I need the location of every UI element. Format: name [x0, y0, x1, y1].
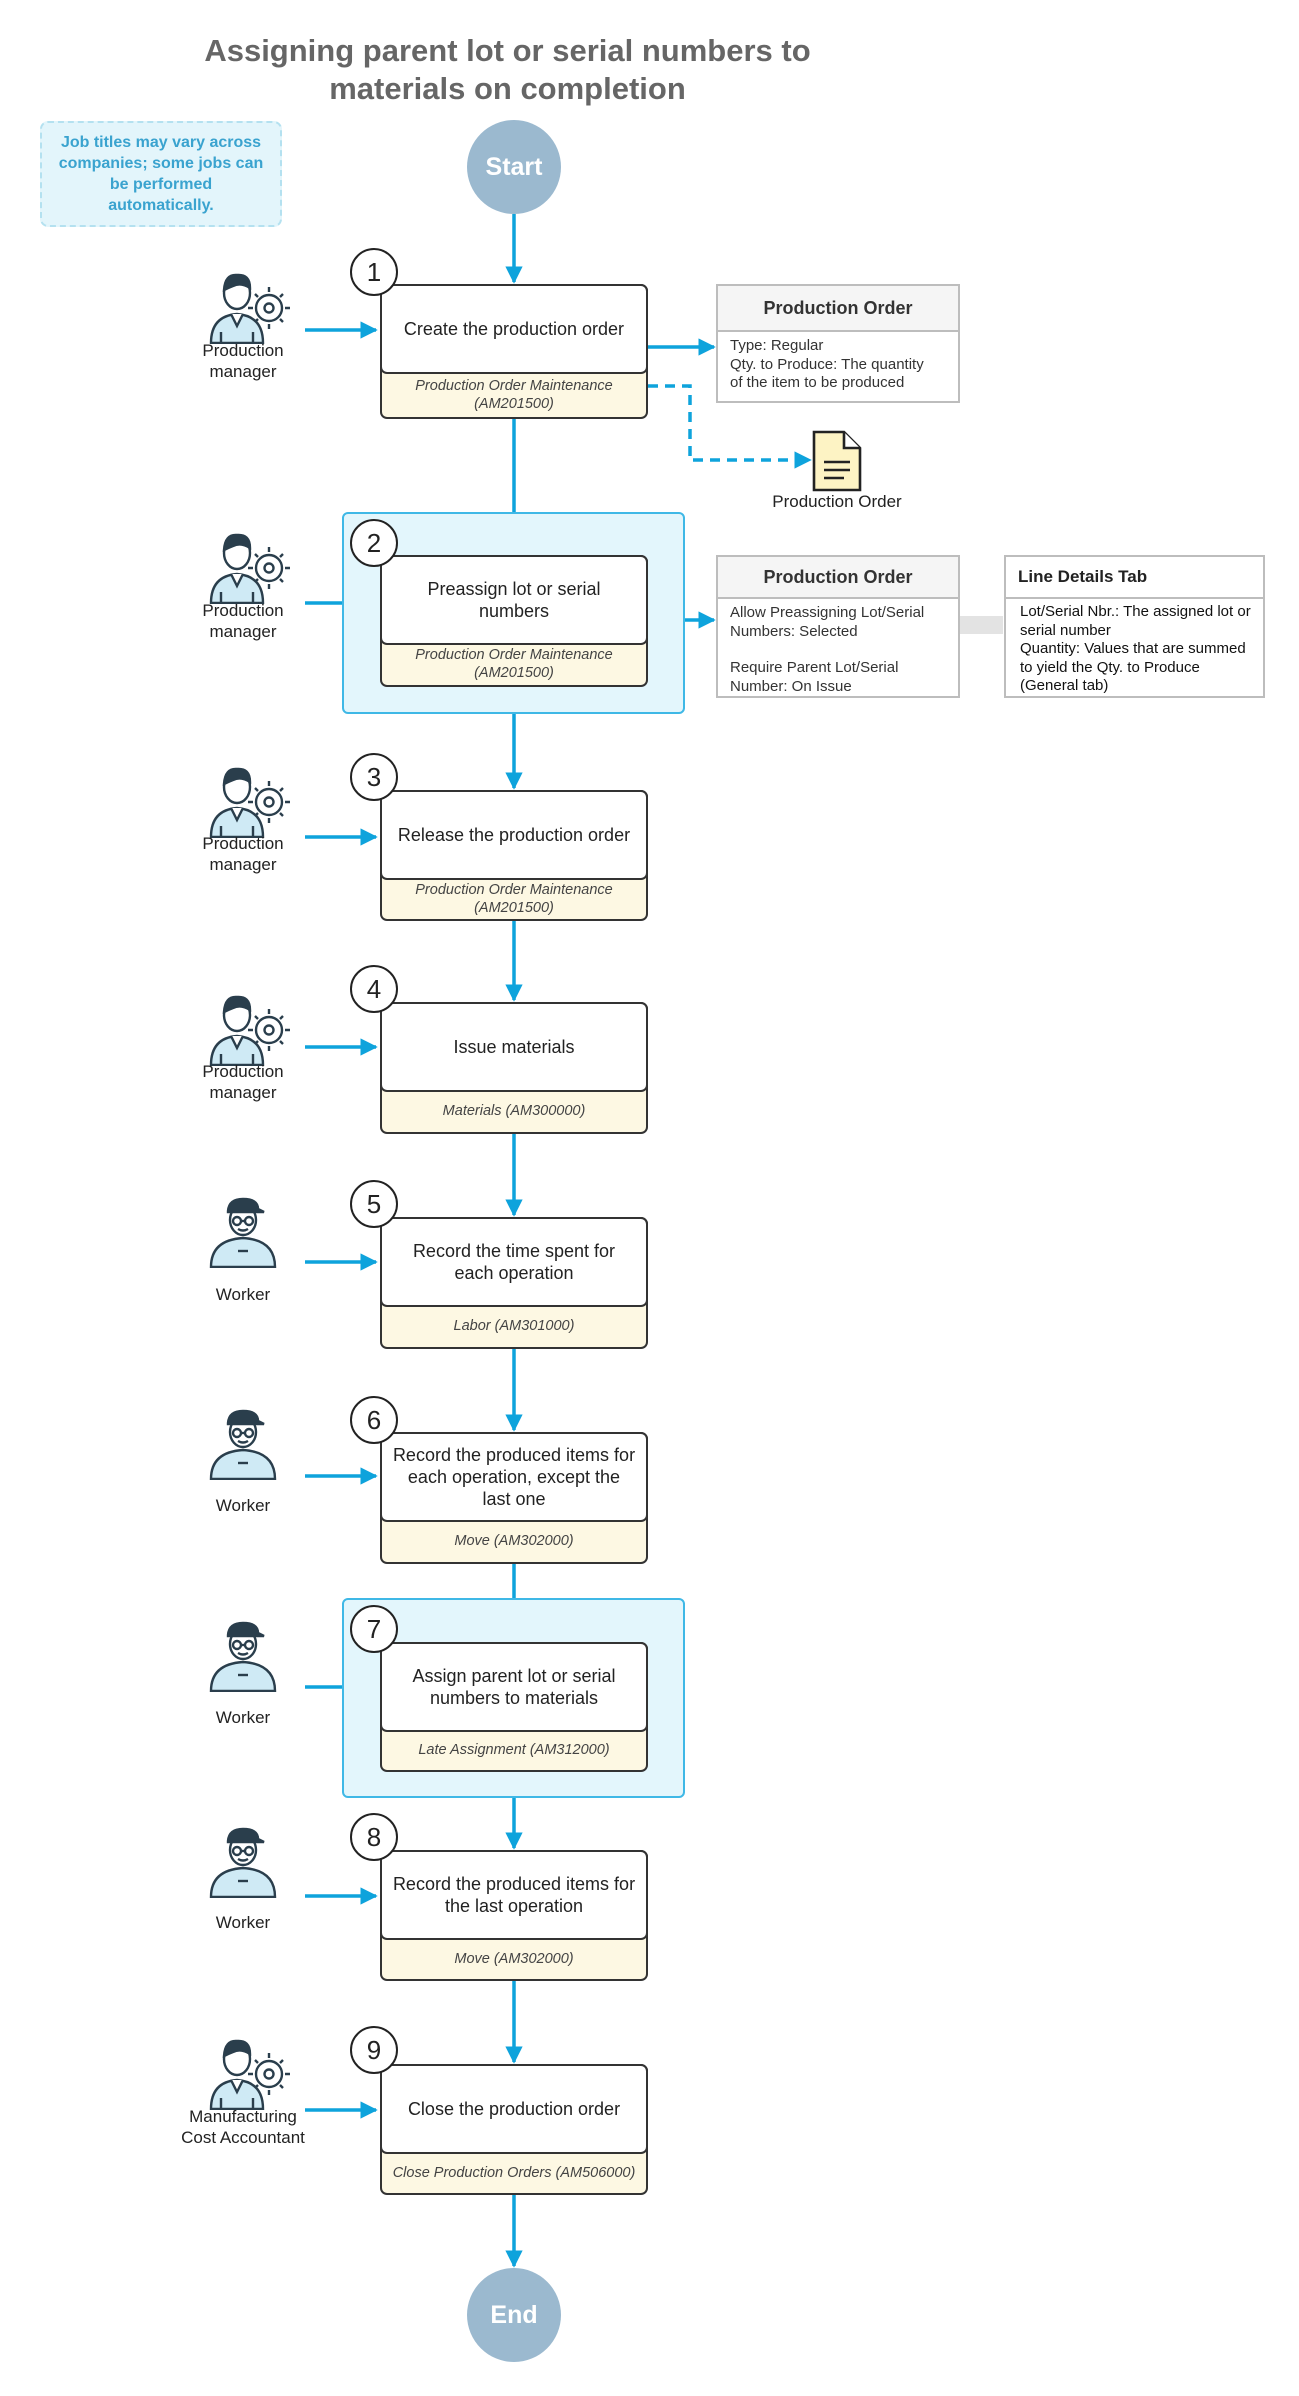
process-step-4: Issue materials Materials (AM300000): [380, 1002, 648, 1134]
manager-gear-icon: [209, 767, 290, 838]
step-2-form: Production Order Maintenance (AM201500): [415, 647, 613, 681]
role-label-6: Worker: [215, 1496, 271, 1515]
info-box-2-line: Require Parent Lot/Serial: [730, 659, 899, 676]
step-9-form: Close Production Orders (AM506000): [392, 2164, 636, 2181]
step-4-form: Materials (AM300000): [442, 1103, 586, 1119]
info-box-3-header: Line Details Tab: [1006, 557, 1263, 599]
role-label-2: Production manager: [202, 601, 284, 641]
step-number-3: 3: [350, 753, 398, 801]
step-5-form: Labor (AM301000): [453, 1318, 575, 1334]
step-6-form: Move (AM302000): [454, 1533, 574, 1549]
process-step-9: Close the production order Close Product…: [380, 2064, 648, 2195]
role-label-1: Production manager: [202, 341, 284, 381]
manager-gear-icon: [209, 995, 290, 1066]
title-line-2: materials on completion: [329, 71, 686, 106]
step-number-6: 6: [350, 1396, 398, 1444]
info-box-production-order-1: Production Order Type: Regular Qty. to P…: [716, 284, 960, 403]
info-box-2-line: Number: On Issue: [730, 677, 852, 695]
step-4-label: Issue materials: [380, 1002, 648, 1092]
manager-gear-icon: [209, 273, 290, 344]
info-box-line-details-tab: Line Details Tab Lot/Serial Nbr.: The as…: [1004, 555, 1265, 698]
info-box-2-body: Allow Preassigning Lot/Serial Numbers: S…: [718, 599, 958, 701]
step-1-label: Create the production order: [380, 284, 648, 374]
process-step-5: Record the time spent for each operation…: [380, 1217, 648, 1349]
start-node: Start: [467, 120, 561, 214]
process-step-3: Release the production order Production …: [380, 790, 648, 921]
step-7-label: Assign parent lot or serial numbers to m…: [380, 1642, 648, 1732]
document-icon: [812, 430, 862, 492]
role-label-7: Worker: [215, 1708, 271, 1727]
worker-cap-icon: [209, 1409, 277, 1480]
worker-cap-icon: [209, 1197, 277, 1268]
manager-gear-icon: [209, 2039, 290, 2110]
info-box-1-header: Production Order: [718, 286, 958, 332]
info-box-3-body: Lot/Serial Nbr.: The assigned lot or ser…: [1006, 599, 1263, 700]
process-step-8: Record the produced items for the last o…: [380, 1850, 648, 1981]
end-node: End: [467, 2268, 561, 2362]
document-label: Production Order: [772, 492, 902, 511]
info-box-3-line: (General tab): [1020, 677, 1109, 694]
role-label-4: Production manager: [202, 1062, 284, 1102]
step-number-1: 1: [350, 248, 398, 296]
step-9-label: Close the production order: [380, 2064, 648, 2154]
info-box-3-line: serial number: [1020, 621, 1111, 639]
role-label-5: Worker: [215, 1285, 271, 1304]
step-5-label: Record the time spent for each operation: [380, 1217, 648, 1307]
info-box-1-body: Type: Regular Qty. to Produce: The quant…: [718, 332, 958, 398]
start-label: Start: [485, 152, 543, 181]
step-number-7: 7: [350, 1605, 398, 1653]
step-7-form: Late Assignment (AM312000): [418, 1742, 610, 1758]
step-number-2: 2: [350, 519, 398, 567]
info-box-1-line: Qty. to Produce: The quantity: [730, 355, 924, 373]
info-box-2-spacer: [730, 641, 946, 659]
info-box-3-line: Quantity: Values that are summed: [1020, 640, 1246, 657]
process-step-6: Record the produced items for each opera…: [380, 1432, 648, 1564]
process-step-2: Preassign lot or serial numbers Producti…: [380, 555, 648, 687]
info-box-connector: [959, 616, 1003, 634]
info-box-2-header: Production Order: [718, 557, 958, 599]
job-titles-note: Job titles may vary across companies; so…: [40, 121, 282, 227]
info-box-production-order-2: Production Order Allow Preassigning Lot/…: [716, 555, 960, 698]
role-label-8: Worker: [215, 1913, 271, 1932]
end-label: End: [490, 2300, 538, 2329]
info-box-3-line: Lot/Serial Nbr.: The assigned lot or: [1020, 603, 1251, 620]
worker-cap-icon: [209, 1827, 277, 1898]
info-box-2-line: Numbers: Selected: [730, 622, 858, 640]
info-box-2-line: Allow Preassigning Lot/Serial: [730, 604, 925, 621]
document-arrow: [648, 384, 812, 469]
worker-cap-icon: [209, 1621, 277, 1692]
step-number-5: 5: [350, 1180, 398, 1228]
step-3-form: Production Order Maintenance (AM201500): [415, 881, 613, 916]
info-box-3-line: to yield the Qty. to Produce: [1020, 658, 1200, 676]
role-label-9: Manufacturing Cost Accountant: [181, 2107, 305, 2147]
step-1-form: Production Order Maintenance (AM201500): [415, 377, 613, 412]
info-box-1-line: Type: Regular: [730, 337, 824, 354]
step-8-label: Record the produced items for the last o…: [380, 1850, 648, 1940]
step-8-form: Move (AM302000): [454, 1950, 574, 1967]
note-text: Job titles may vary across companies; so…: [58, 134, 264, 214]
title-line-1: Assigning parent lot or serial numbers t…: [204, 33, 811, 68]
step-number-8: 8: [350, 1813, 398, 1861]
step-2-label: Preassign lot or serial numbers: [380, 555, 648, 645]
process-step-7: Assign parent lot or serial numbers to m…: [380, 1642, 648, 1772]
manager-gear-icon: [209, 533, 290, 604]
step-number-9: 9: [350, 2026, 398, 2074]
process-step-1: Create the production order Production O…: [380, 284, 648, 419]
info-box-1-line: of the item to be produced: [730, 374, 905, 391]
step-number-4: 4: [350, 965, 398, 1013]
step-6-label: Record the produced items for each opera…: [380, 1432, 648, 1522]
diagram-title: Assigning parent lot or serial numbers t…: [150, 32, 865, 108]
role-label-3: Production manager: [202, 834, 284, 874]
step-3-label: Release the production order: [380, 790, 648, 880]
